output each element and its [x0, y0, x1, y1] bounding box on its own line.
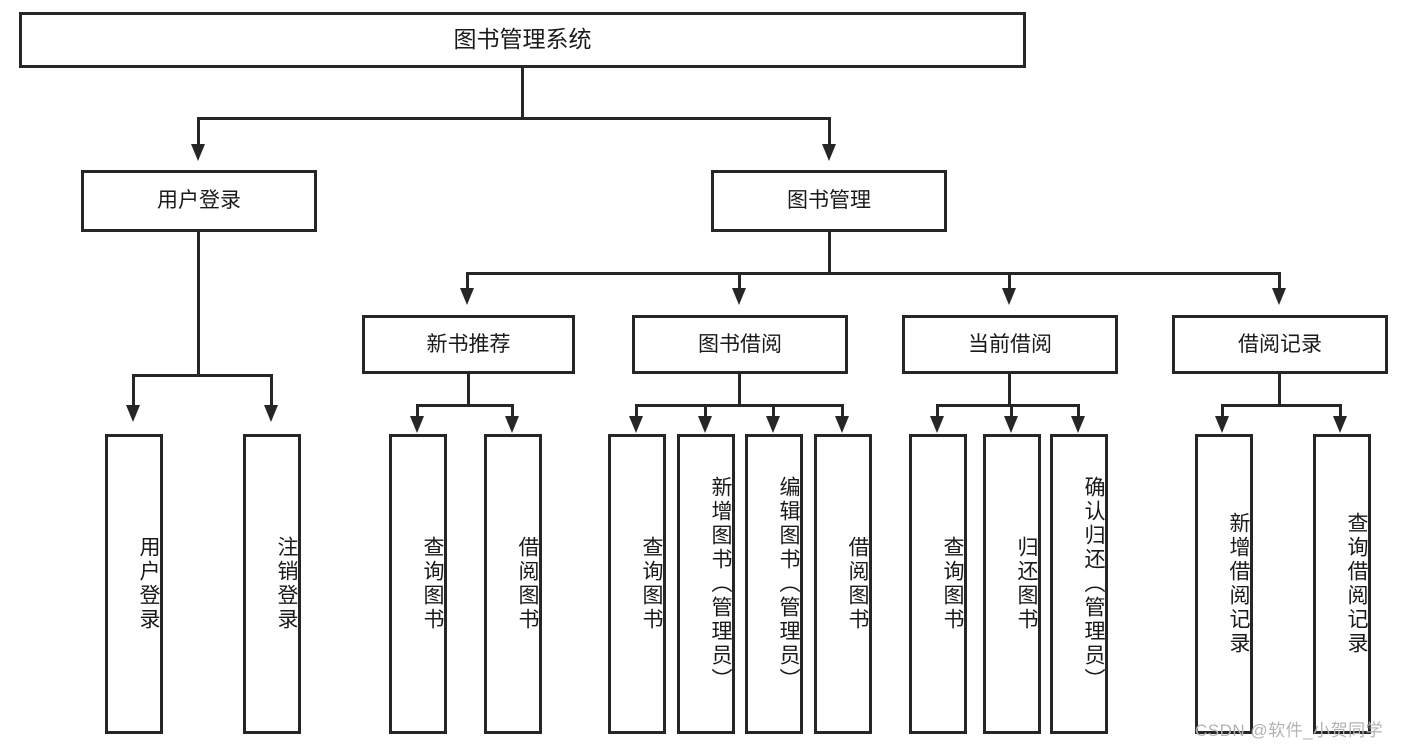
connector-book-manage-to-record	[1278, 272, 1281, 290]
leaf-query-book-newbook[interactable]: 查询图书	[389, 434, 447, 734]
arrow-current-to-leaf-3	[1071, 416, 1085, 433]
arrow-root-to-user-login	[191, 144, 205, 161]
node-root-system[interactable]: 图书管理系统	[19, 12, 1026, 68]
connector-user-login-to-leaf-2	[270, 374, 273, 407]
leaf-user-login[interactable]: 用户登录	[105, 434, 163, 734]
connector-record-bar	[1221, 404, 1341, 407]
connector-new-book-stem	[467, 374, 470, 407]
arrow-borrow-to-leaf-1	[629, 416, 643, 433]
connector-book-manage-to-borrow	[738, 272, 741, 290]
connector-record-to-leaf-1	[1221, 404, 1224, 418]
arrow-root-to-book-manage	[822, 144, 836, 161]
arrow-book-manage-to-current	[1002, 288, 1016, 305]
connector-book-manage-to-current	[1008, 272, 1011, 290]
connector-current-to-leaf-2	[1010, 404, 1013, 418]
connector-current-to-leaf-3	[1077, 404, 1080, 418]
connector-borrow-to-leaf-3	[772, 404, 775, 418]
arrow-current-to-leaf-1	[930, 416, 944, 433]
leaf-logout-login[interactable]: 注销登录	[243, 434, 301, 734]
connector-current-to-leaf-1	[936, 404, 939, 418]
leaf-query-borrow-record[interactable]: 查询借阅记录	[1313, 434, 1371, 734]
node-user-login[interactable]: 用户登录	[81, 170, 317, 232]
arrow-borrow-to-leaf-3	[766, 416, 780, 433]
leaf-label: 新增借阅记录	[1227, 512, 1250, 656]
leaf-label: 查询图书	[640, 536, 663, 632]
leaf-label: 用户登录	[137, 536, 160, 632]
connector-new-book-to-leaf-1	[416, 404, 419, 418]
arrow-user-login-to-leaf-1	[126, 405, 140, 422]
arrow-user-login-to-leaf-2	[264, 405, 278, 422]
node-new-book-recommend[interactable]: 新书推荐	[362, 315, 575, 374]
leaf-borrow-book-newbook[interactable]: 借阅图书	[484, 434, 542, 734]
connector-user-login-bar	[132, 374, 270, 377]
leaf-borrow-book[interactable]: 借阅图书	[814, 434, 872, 734]
leaf-label: 编辑图书（管理员）	[777, 476, 800, 692]
leaf-edit-book-admin[interactable]: 编辑图书（管理员）	[745, 434, 803, 734]
leaf-label: 注销登录	[275, 536, 298, 632]
arrow-borrow-to-leaf-2	[698, 416, 712, 433]
leaf-query-book-borrow[interactable]: 查询图书	[608, 434, 666, 734]
leaf-label: 借阅图书	[846, 536, 869, 632]
leaf-add-book-admin[interactable]: 新增图书（管理员）	[677, 434, 735, 734]
node-book-management[interactable]: 图书管理	[711, 170, 947, 232]
connector-user-login-to-leaf-1	[132, 374, 135, 407]
leaf-add-borrow-record[interactable]: 新增借阅记录	[1195, 434, 1253, 734]
connector-root-stem	[521, 68, 524, 119]
arrow-book-manage-to-borrow	[732, 288, 746, 305]
connector-root-to-book-manage	[828, 117, 831, 146]
leaf-confirm-return-admin[interactable]: 确认归还（管理员）	[1050, 434, 1108, 734]
connector-borrow-to-leaf-1	[635, 404, 638, 418]
connector-current-bar	[936, 404, 1080, 407]
connector-book-manage-bar	[466, 272, 1280, 275]
connector-borrow-to-leaf-4	[841, 404, 844, 418]
connector-root-to-user-login	[197, 117, 200, 146]
leaf-label: 借阅图书	[516, 536, 539, 632]
leaf-label: 查询图书	[421, 536, 444, 632]
connector-book-manage-stem	[828, 232, 831, 275]
node-borrow-record[interactable]: 借阅记录	[1172, 315, 1388, 374]
leaf-label: 查询借阅记录	[1345, 512, 1368, 656]
leaf-query-book-current[interactable]: 查询图书	[909, 434, 967, 734]
connector-current-stem	[1008, 374, 1011, 407]
leaf-label: 归还图书	[1015, 536, 1038, 632]
arrow-book-manage-to-record	[1272, 288, 1286, 305]
connector-book-manage-to-new-book	[466, 272, 469, 290]
node-current-borrow[interactable]: 当前借阅	[902, 315, 1118, 374]
arrow-record-to-leaf-2	[1333, 416, 1347, 433]
connector-new-book-to-leaf-2	[511, 404, 514, 418]
arrow-new-book-to-leaf-2	[505, 416, 519, 433]
leaf-label: 新增图书（管理员）	[709, 476, 732, 692]
arrow-borrow-to-leaf-4	[835, 416, 849, 433]
connector-new-book-bar	[416, 404, 514, 407]
connector-user-login-stem	[197, 232, 200, 377]
node-book-borrow[interactable]: 图书借阅	[632, 315, 848, 374]
arrow-new-book-to-leaf-1	[410, 416, 424, 433]
connector-borrow-bar	[635, 404, 844, 407]
leaf-label: 查询图书	[941, 536, 964, 632]
arrow-record-to-leaf-1	[1215, 416, 1229, 433]
leaf-return-book[interactable]: 归还图书	[983, 434, 1041, 734]
arrow-current-to-leaf-2	[1004, 416, 1018, 433]
connector-record-to-leaf-2	[1339, 404, 1342, 418]
connector-borrow-stem	[738, 374, 741, 407]
leaf-label: 确认归还（管理员）	[1082, 476, 1105, 692]
connector-record-stem	[1278, 374, 1281, 407]
arrow-book-manage-to-new-book	[460, 288, 474, 305]
connector-root-bar	[197, 117, 831, 120]
csdn-watermark: CSDN @软件_小贺同学	[1195, 721, 1384, 740]
connector-borrow-to-leaf-2	[704, 404, 707, 418]
